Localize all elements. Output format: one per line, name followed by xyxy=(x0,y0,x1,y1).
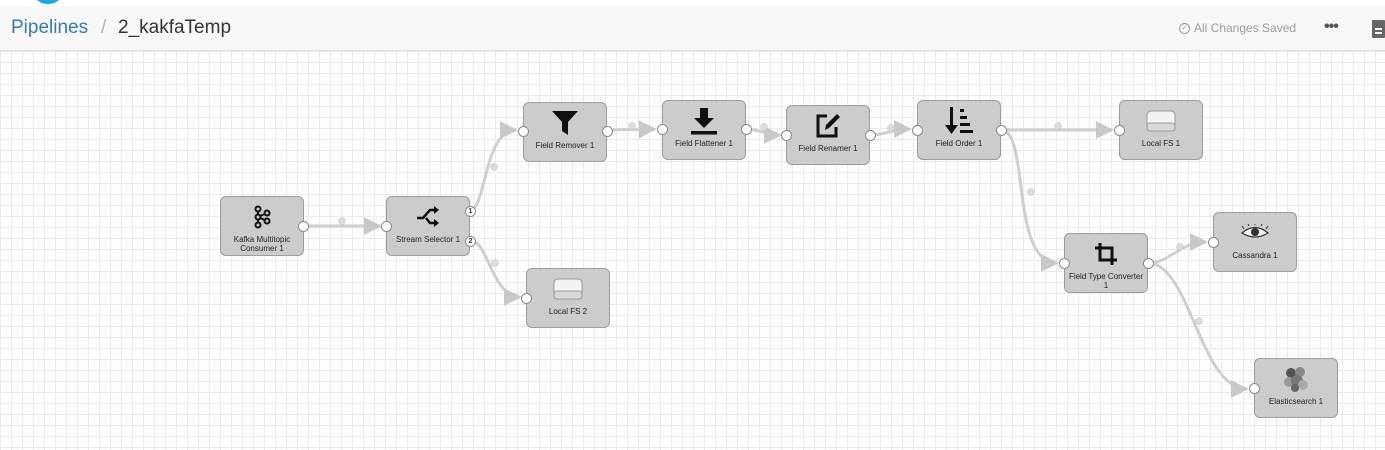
document-icon[interactable] xyxy=(1372,20,1385,38)
local-fs-1-node[interactable]: Local FS 1 xyxy=(1114,100,1203,160)
input-port[interactable] xyxy=(657,124,668,135)
node-label: Local FS 2 xyxy=(548,307,588,316)
node-label: Field Remover 1 xyxy=(535,141,595,150)
input-port[interactable] xyxy=(381,221,392,232)
breadcrumb-separator: / xyxy=(101,17,107,38)
input-port[interactable] xyxy=(912,125,923,136)
elasticsearch-icon xyxy=(1255,365,1337,393)
input-port[interactable] xyxy=(518,126,529,137)
hard-drive-icon xyxy=(1120,107,1202,135)
input-port[interactable] xyxy=(1208,237,1219,248)
local-fs-2-node[interactable]: Local FS 2 xyxy=(521,268,610,328)
more-options-button[interactable]: ••• xyxy=(1324,18,1339,35)
output-port-2[interactable]: 2 xyxy=(465,236,476,247)
output-port[interactable] xyxy=(602,126,613,137)
edge-order-typeconv xyxy=(1000,128,1059,272)
pipeline-header: Pipelines / 2_kakfaTemp ✓ All Changes Sa… xyxy=(0,6,1385,51)
field-remover-node[interactable]: Field Remover 1 xyxy=(518,102,613,162)
cassandra-eye-icon xyxy=(1214,219,1296,247)
input-port[interactable] xyxy=(1114,125,1125,136)
node-label: Field Flattener 1 xyxy=(675,139,733,148)
edit-icon xyxy=(787,112,869,140)
breadcrumb-pipelines-link[interactable]: Pipelines xyxy=(11,17,89,38)
shuffle-icon xyxy=(387,203,469,231)
edge-typeconv-elastic xyxy=(1147,261,1249,398)
sort-icon xyxy=(918,107,1000,135)
output-port[interactable] xyxy=(865,130,876,141)
download-icon xyxy=(663,107,745,135)
pipeline-title: 2_kakfaTemp xyxy=(118,17,232,38)
node-label: Cassandra 1 xyxy=(1232,251,1278,260)
input-port[interactable] xyxy=(781,130,792,141)
output-port[interactable] xyxy=(996,125,1007,136)
edge-selector-localfs2 xyxy=(469,238,522,306)
output-port[interactable] xyxy=(1143,258,1154,269)
node-label: Local FS 1 xyxy=(1141,139,1181,148)
input-port[interactable] xyxy=(1059,258,1070,269)
output-port[interactable] xyxy=(298,221,309,232)
cassandra-node[interactable]: Cassandra 1 xyxy=(1208,212,1297,272)
stream-selector-node[interactable]: Stream Selector 1 1 2 xyxy=(381,196,476,256)
field-flattener-node[interactable]: Field Flattener 1 xyxy=(657,100,752,160)
app-logo-icon xyxy=(35,0,61,4)
hard-drive-icon xyxy=(527,275,609,303)
output-port[interactable] xyxy=(741,124,752,135)
node-label: Elasticsearch 1 xyxy=(1268,397,1324,406)
save-status-text: All Changes Saved xyxy=(1194,21,1297,35)
filter-icon xyxy=(524,109,606,137)
crop-icon xyxy=(1065,240,1147,268)
save-status: ✓ All Changes Saved xyxy=(1179,21,1296,35)
node-label: Field Renamer 1 xyxy=(798,144,858,153)
pipeline-canvas[interactable]: Kafka Multitopic Consumer 1 Stream Selec… xyxy=(0,51,1385,450)
field-order-node[interactable]: Field Order 1 xyxy=(912,100,1007,160)
input-port[interactable] xyxy=(521,293,532,304)
check-circle-icon: ✓ xyxy=(1179,22,1190,34)
node-label: Field Order 1 xyxy=(935,139,983,148)
output-port-1[interactable]: 1 xyxy=(465,206,476,217)
kafka-icon xyxy=(221,203,303,231)
node-label: Stream Selector 1 xyxy=(395,235,461,244)
node-label: Field Type Converter 1 xyxy=(1068,272,1144,290)
kafka-consumer-node[interactable]: Kafka Multitopic Consumer 1 xyxy=(220,196,309,256)
node-label: Kafka Multitopic Consumer 1 xyxy=(233,235,291,253)
elasticsearch-node[interactable]: Elasticsearch 1 xyxy=(1249,358,1338,418)
field-renamer-node[interactable]: Field Renamer 1 xyxy=(781,105,876,165)
field-type-converter-node[interactable]: Field Type Converter 1 xyxy=(1059,233,1154,293)
input-port[interactable] xyxy=(1249,383,1260,394)
